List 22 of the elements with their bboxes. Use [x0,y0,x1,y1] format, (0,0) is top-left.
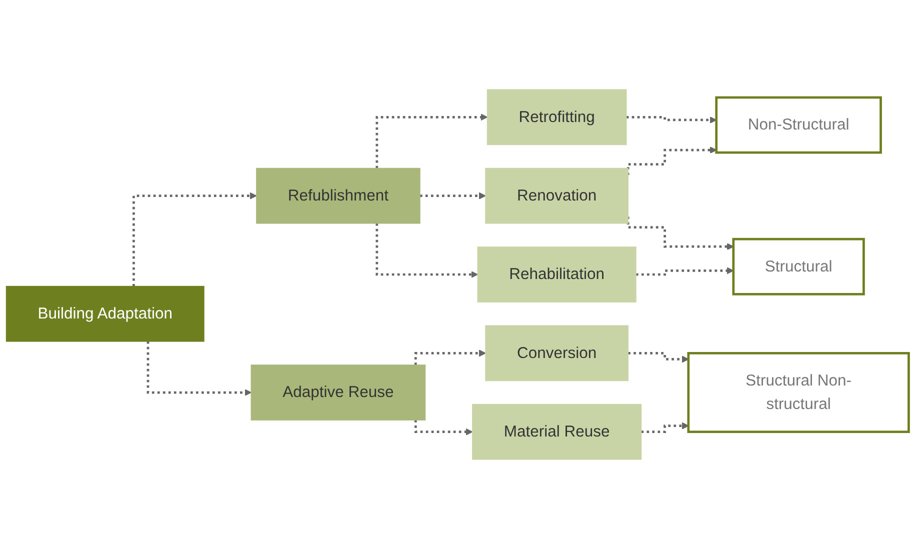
node-box: Refublishment [256,168,420,224]
arrow [376,223,478,278]
arrow [132,192,257,286]
node-box: Retrofitting [486,89,627,146]
node-box: Non-Structural [715,96,882,154]
node-box: Adaptive Reuse [250,364,426,420]
arrow [414,350,486,365]
arrow [414,420,473,436]
arrow [625,116,717,124]
node-box: Building Adaptation [6,286,204,342]
node-box: Conversion [485,325,628,382]
arrow [376,114,488,168]
node-box: Rehabilitation [477,246,636,302]
node-box: Material Reuse [472,404,642,460]
node-box: Renovation [485,168,628,224]
node-box: Structural [732,238,865,296]
arrow [146,341,252,396]
arrow [634,267,734,276]
node-box: Structural Non-structural [687,352,910,434]
arrow [626,352,689,363]
arrow [640,422,689,434]
arrow [418,192,486,200]
